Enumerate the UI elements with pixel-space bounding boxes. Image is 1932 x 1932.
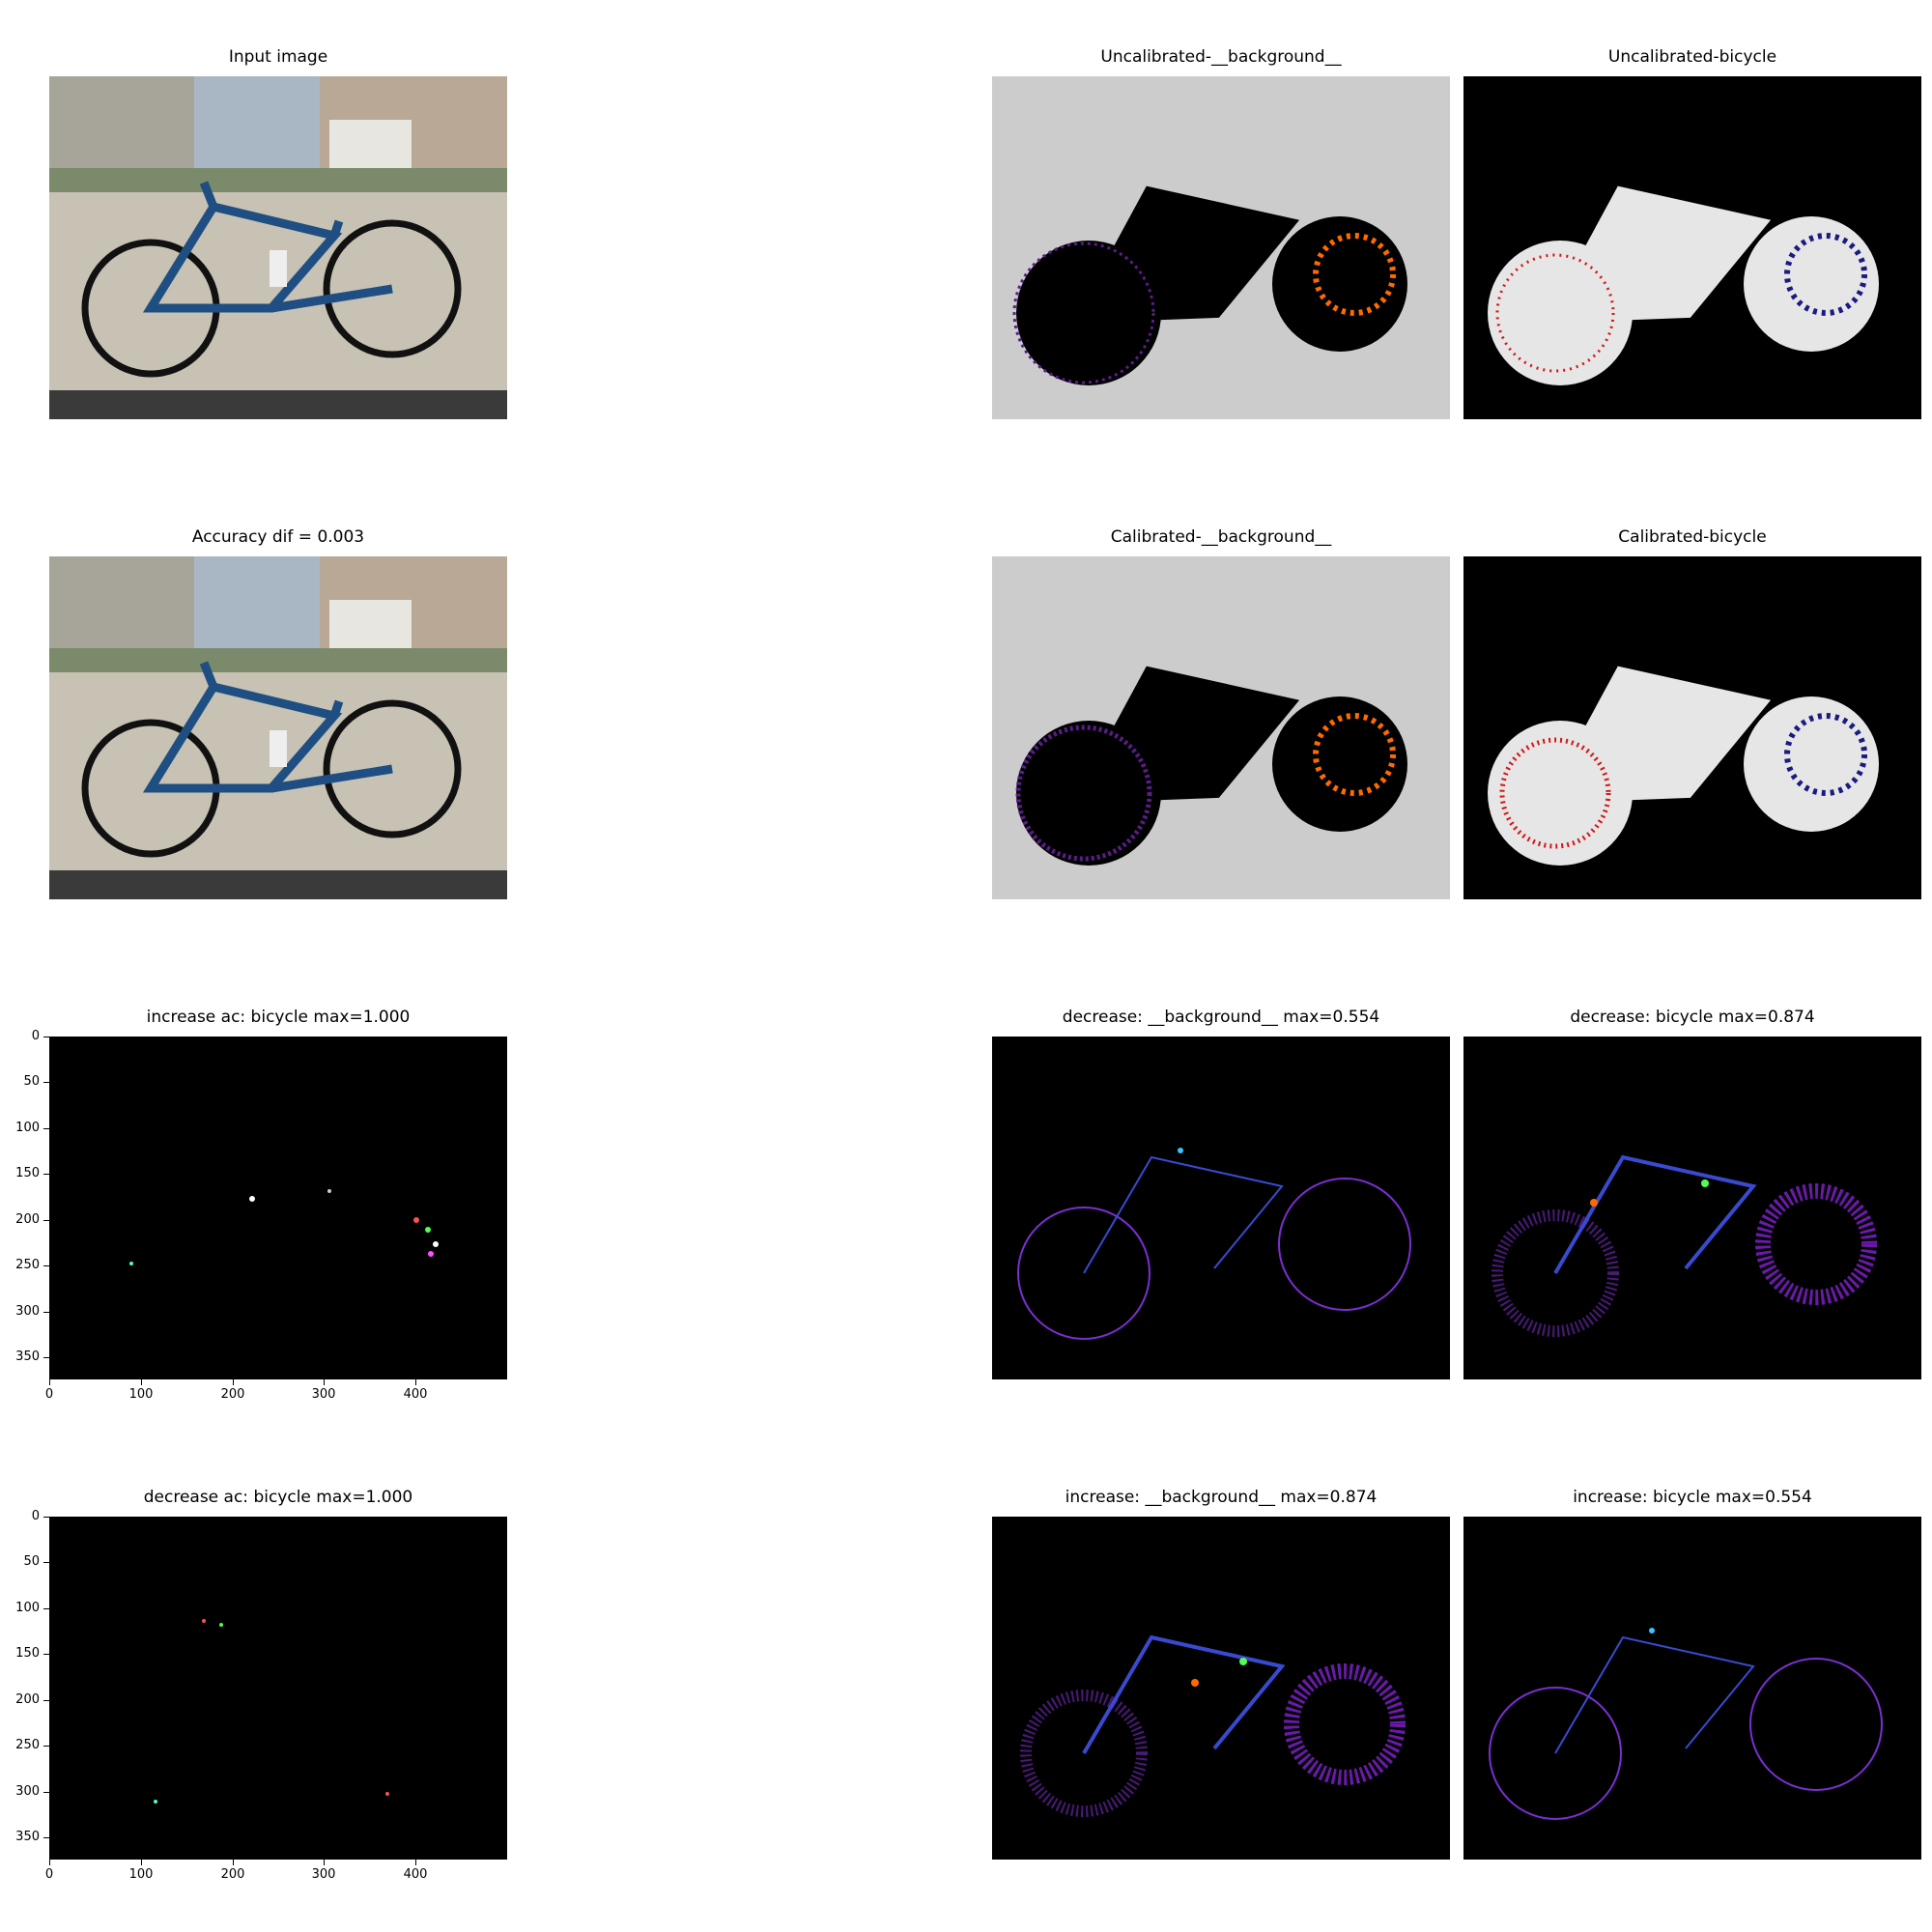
- decrease-background-panel: decrease: __background__ max=0.554: [992, 1008, 1450, 1379]
- calibrated-background-panel: Calibrated-__background__: [992, 527, 1450, 899]
- accuracy-panel: Accuracy dif = 0.003: [49, 527, 507, 899]
- y-tick-label: 250: [15, 1258, 40, 1272]
- panel-title: Uncalibrated-bicycle: [1607, 47, 1777, 67]
- y-tick-label: 150: [15, 1646, 40, 1661]
- y-tick-label: 50: [23, 1554, 40, 1569]
- panel-title: decrease: bicycle max=0.874: [1570, 1008, 1815, 1027]
- panel-title: Input image: [228, 47, 328, 67]
- x-tick-label: 0: [44, 1387, 54, 1402]
- panel-title: increase: bicycle max=0.554: [1573, 1488, 1812, 1507]
- input-photo: [49, 76, 507, 419]
- x-tick-label: 300: [311, 1867, 336, 1882]
- heatmap-uncalibrated-bicycle: [1463, 76, 1921, 419]
- y-tick-label: 350: [15, 1350, 40, 1364]
- heatmap-decrease-background: [992, 1037, 1450, 1379]
- decrease-bicycle-panel: decrease: bicycle max=0.874: [1463, 1008, 1921, 1379]
- calibrated-bicycle-panel: Calibrated-bicycle: [1463, 527, 1921, 899]
- input-image-panel: Input image: [49, 47, 507, 419]
- heatmap-increase-background: [992, 1517, 1450, 1860]
- panel-title: Calibrated-__background__: [1110, 527, 1332, 547]
- decrease-ac-panel: decrease ac: bicycle max=1.000 0 50 100 …: [15, 1488, 507, 1882]
- y-tick-label: 0: [31, 1029, 40, 1043]
- y-tick-label: 50: [23, 1074, 40, 1089]
- x-tick-label: 100: [128, 1867, 154, 1882]
- x-tick-label: 200: [220, 1387, 245, 1402]
- heatmap-increase-ac: [49, 1037, 507, 1379]
- heatmap-increase-bicycle: [1463, 1517, 1921, 1860]
- x-tick-label: 400: [403, 1387, 428, 1402]
- x-tick-label: 300: [311, 1387, 336, 1402]
- x-tick-label: 0: [44, 1867, 54, 1882]
- y-tick-label: 300: [15, 1304, 40, 1319]
- increase-background-panel: increase: __background__ max=0.874: [992, 1488, 1450, 1860]
- y-tick-label: 300: [15, 1784, 40, 1799]
- x-tick-label: 100: [128, 1387, 154, 1402]
- panel-title: Accuracy dif = 0.003: [191, 527, 365, 547]
- uncalibrated-bicycle-panel: Uncalibrated-bicycle: [1463, 47, 1921, 419]
- heatmap-calibrated-background: [992, 556, 1450, 899]
- y-tick-label: 200: [15, 1692, 40, 1707]
- heatmap-calibrated-bicycle: [1463, 556, 1921, 899]
- panel-title: increase ac: bicycle max=1.000: [146, 1008, 411, 1027]
- increase-ac-panel: increase ac: bicycle max=1.000 0 50 100 …: [15, 1008, 507, 1402]
- panel-title: decrease ac: bicycle max=1.000: [143, 1488, 413, 1507]
- panel-title: decrease: __background__ max=0.554: [1062, 1008, 1380, 1027]
- y-tick-label: 100: [15, 1601, 40, 1615]
- x-tick-label: 400: [403, 1867, 428, 1882]
- y-tick-label: 150: [15, 1166, 40, 1180]
- panel-title: increase: __background__ max=0.874: [1065, 1488, 1378, 1507]
- heatmap-uncalibrated-background: [992, 76, 1450, 419]
- increase-bicycle-panel: increase: bicycle max=0.554: [1463, 1488, 1921, 1860]
- y-tick-label: 0: [31, 1509, 40, 1523]
- x-tick-label: 200: [220, 1867, 245, 1882]
- uncalibrated-background-panel: Uncalibrated-__background__: [992, 47, 1450, 419]
- panel-title: Uncalibrated-__background__: [1100, 47, 1342, 67]
- heatmap-decrease-ac: [49, 1517, 507, 1860]
- heatmap-decrease-bicycle: [1463, 1037, 1921, 1379]
- panel-title: Calibrated-bicycle: [1618, 527, 1767, 547]
- y-tick-label: 350: [15, 1830, 40, 1844]
- accuracy-photo: [49, 556, 507, 899]
- y-tick-label: 200: [15, 1212, 40, 1227]
- y-tick-label: 250: [15, 1738, 40, 1752]
- y-tick-label: 100: [15, 1121, 40, 1135]
